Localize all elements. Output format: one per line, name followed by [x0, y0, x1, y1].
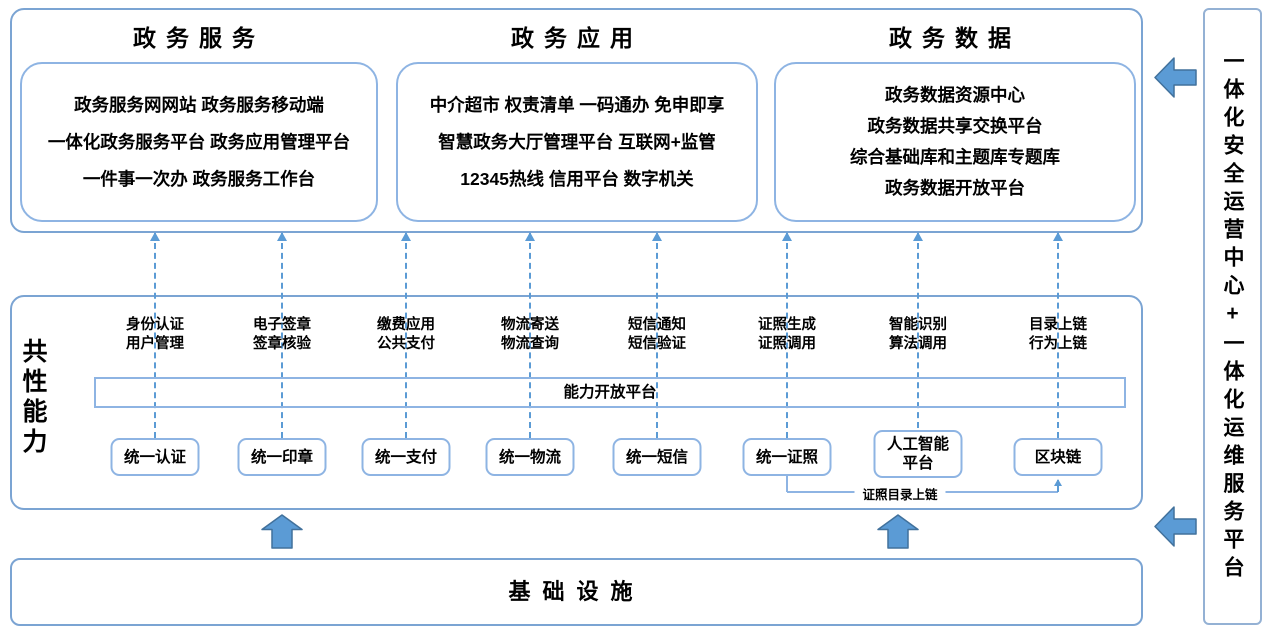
content-line: 中介超市 权责清单 一码通办 免申即享	[429, 94, 725, 115]
capability-label-signature: 电子签章 签章核验	[253, 316, 311, 354]
box-label: 统一支付	[374, 448, 437, 466]
label-line: 短信通知	[628, 317, 686, 333]
capability-label-sms: 短信通知 短信验证	[628, 316, 686, 354]
content-line: 政务数据资源中心	[885, 85, 1025, 105]
content-line: 一件事一次办 政务服务工作台	[82, 168, 316, 189]
label-line: 公共支付	[377, 336, 435, 352]
section-title-gov-data: 政务数据	[889, 25, 1021, 51]
section-title-gov-service: 政务服务	[133, 25, 265, 51]
section-gov-data: 政务数据 政务数据资源中心 政务数据共享交换平台 综合基础库和主题库专题库 政务…	[774, 20, 1136, 222]
box-blockchain: 区块链	[1013, 438, 1103, 476]
section-title-gov-application: 政务应用	[511, 25, 643, 51]
label-line: 电子签章	[253, 317, 311, 333]
dashed-up-arrow	[525, 232, 535, 438]
section-box-gov-service: 政务服务网网站 政务服务移动端 一体化政务服务平台 政务应用管理平台 一件事一次…	[20, 62, 378, 222]
box-label: 区块链	[1034, 448, 1082, 466]
content-line: 政务数据开放平台	[885, 178, 1025, 198]
label-line: 智能识别	[889, 317, 947, 333]
up-arrow-icon	[877, 514, 919, 554]
box-unified-payment: 统一支付	[361, 438, 451, 476]
section-box-gov-application: 中介超市 权责清单 一码通办 免申即享 智慧政务大厅管理平台 互联网+监管 12…	[396, 62, 758, 222]
label-line: 证照调用	[758, 336, 816, 352]
capability-label-payment: 缴费应用 公共支付	[377, 316, 435, 354]
capability-label-logistics: 物流寄送 物流查询	[501, 316, 559, 354]
capability-container	[10, 295, 1143, 510]
dashed-up-arrow	[150, 232, 160, 438]
capability-label-auth: 身份认证 用户管理	[126, 316, 184, 354]
content-line: 智慧政务大厅管理平台 互联网+监管	[438, 131, 716, 152]
label-line: 算法调用	[889, 336, 947, 352]
box-unified-sms: 统一短信	[612, 438, 702, 476]
content-line: 政务数据共享交换平台	[867, 116, 1043, 136]
label-line: 用户管理	[126, 336, 184, 352]
label-line: 证照生成	[758, 317, 816, 333]
top-layer-container: 政务服务 政务服务网网站 政务服务移动端 一体化政务服务平台 政务应用管理平台 …	[10, 8, 1143, 233]
box-label: 统一物流	[498, 448, 561, 466]
infrastructure-box: 基础设施	[10, 558, 1143, 626]
dashed-up-arrow	[652, 232, 662, 438]
chain-connector-arrow	[1054, 479, 1062, 492]
capability-label-license: 证照生成 证照调用	[758, 316, 816, 354]
label-line: 物流寄送	[501, 317, 559, 333]
box-unified-seal: 统一印章	[237, 438, 327, 476]
chain-connector-label: 证照目录上链	[854, 484, 946, 503]
content-line: 综合基础库和主题库专题库	[850, 147, 1060, 167]
box-label: 统一证照	[755, 448, 818, 466]
content-line: 一体化政务服务平台 政务应用管理平台	[47, 131, 351, 152]
box-label: 统一印章	[250, 448, 313, 466]
label-line: 目录上链	[1029, 317, 1087, 333]
content-line: 12345热线 信用平台 数字机关	[460, 168, 694, 189]
box-label: 统一短信	[625, 448, 688, 466]
label-line: 缴费应用	[377, 317, 435, 333]
label-line: 行为上链	[1029, 336, 1087, 352]
label-line: 身份认证	[126, 317, 184, 333]
dashed-up-arrow	[913, 232, 923, 438]
section-box-gov-data: 政务数据资源中心 政务数据共享交换平台 综合基础库和主题库专题库 政务数据开放平…	[774, 62, 1136, 222]
box-label: 人工智能	[886, 436, 949, 453]
box-label: 平台	[902, 455, 934, 472]
content-line: 政务服务网网站 政务服务移动端	[74, 94, 324, 115]
capability-label-blockchain: 目录上链 行为上链	[1029, 316, 1087, 354]
capability-open-platform-bar: 能力开放平台	[94, 377, 1126, 408]
box-unified-logistics: 统一物流	[485, 438, 575, 476]
label-line: 签章核验	[253, 336, 311, 352]
box-ai-platform: 人工智能 平台	[873, 430, 963, 478]
dashed-up-arrow	[277, 232, 287, 438]
left-arrow-icon	[1154, 506, 1197, 552]
section-gov-service: 政务服务 政务服务网网站 政务服务移动端 一体化政务服务平台 政务应用管理平台 …	[20, 20, 378, 222]
dashed-up-arrow	[401, 232, 411, 438]
left-arrow-icon	[1154, 57, 1197, 103]
dashed-up-arrow	[782, 232, 792, 438]
box-unified-license: 统一证照	[742, 438, 832, 476]
dashed-up-arrow	[1053, 232, 1063, 438]
capability-side-label: 共性能力	[19, 338, 47, 458]
label-line: 短信验证	[628, 336, 686, 352]
right-ops-platform-bar: 一体化安全运营中心+一体化运维服务平台	[1203, 8, 1262, 625]
right-bar-label: 一体化安全运营中心+一体化运维服务平台	[1221, 49, 1244, 584]
box-unified-auth: 统一认证	[110, 438, 200, 476]
box-label: 统一认证	[123, 448, 186, 466]
section-gov-application: 政务应用 中介超市 权责清单 一码通办 免申即享 智慧政务大厅管理平台 互联网+…	[396, 20, 758, 222]
capability-label-ai: 智能识别 算法调用	[889, 316, 947, 354]
label-line: 物流查询	[501, 336, 559, 352]
chain-connector-line	[786, 476, 788, 492]
up-arrow-icon	[261, 514, 303, 554]
